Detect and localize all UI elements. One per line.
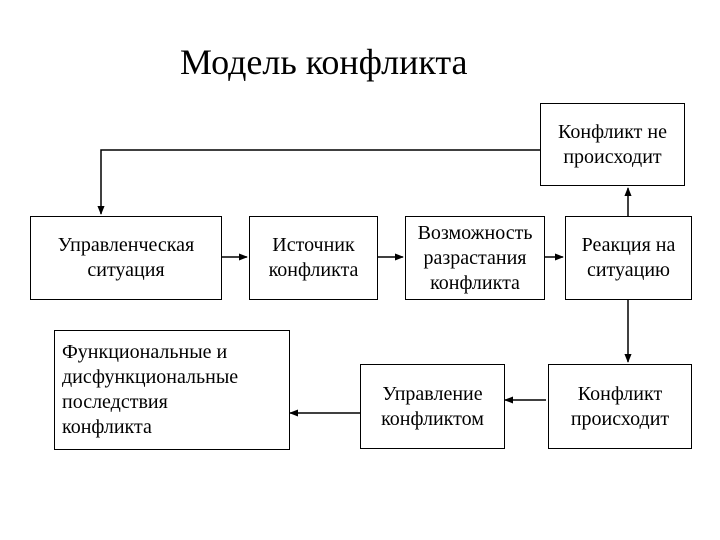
reaction-box: Реакция на ситуацию [565, 216, 692, 300]
management-situation-label: Управленческая ситуация [57, 234, 195, 281]
no-conflict-label: Конфликт не происходит [558, 120, 667, 168]
conflict-source-label: Источник конфликта [268, 234, 359, 281]
consequences-label: Функциональные и дисфункциональные после… [62, 341, 239, 438]
conflict-management-label: Управление конфликтом [381, 382, 484, 430]
no-conflict-box: Конфликт не происходит [540, 103, 685, 186]
conflict-occurs-label: Конфликт происходит [570, 382, 670, 430]
reaction-label: Реакция на ситуацию [581, 234, 676, 281]
consequences-box: Функциональные и дисфункциональные после… [54, 330, 290, 450]
management-situation-box: Управленческая ситуация [30, 216, 222, 300]
conflict-occurs-box: Конфликт происходит [548, 364, 692, 449]
conflict-source-box: Источник конфликта [249, 216, 378, 300]
diagram-title: Модель конфликта [180, 42, 468, 82]
escalation-possibility-box: Возможность разрастания конфликта [405, 216, 545, 300]
conflict-management-box: Управление конфликтом [360, 364, 505, 449]
arrow-no-conflict-to-situation [97, 149, 540, 215]
escalation-possibility-label: Возможность разрастания конфликта [417, 221, 533, 294]
